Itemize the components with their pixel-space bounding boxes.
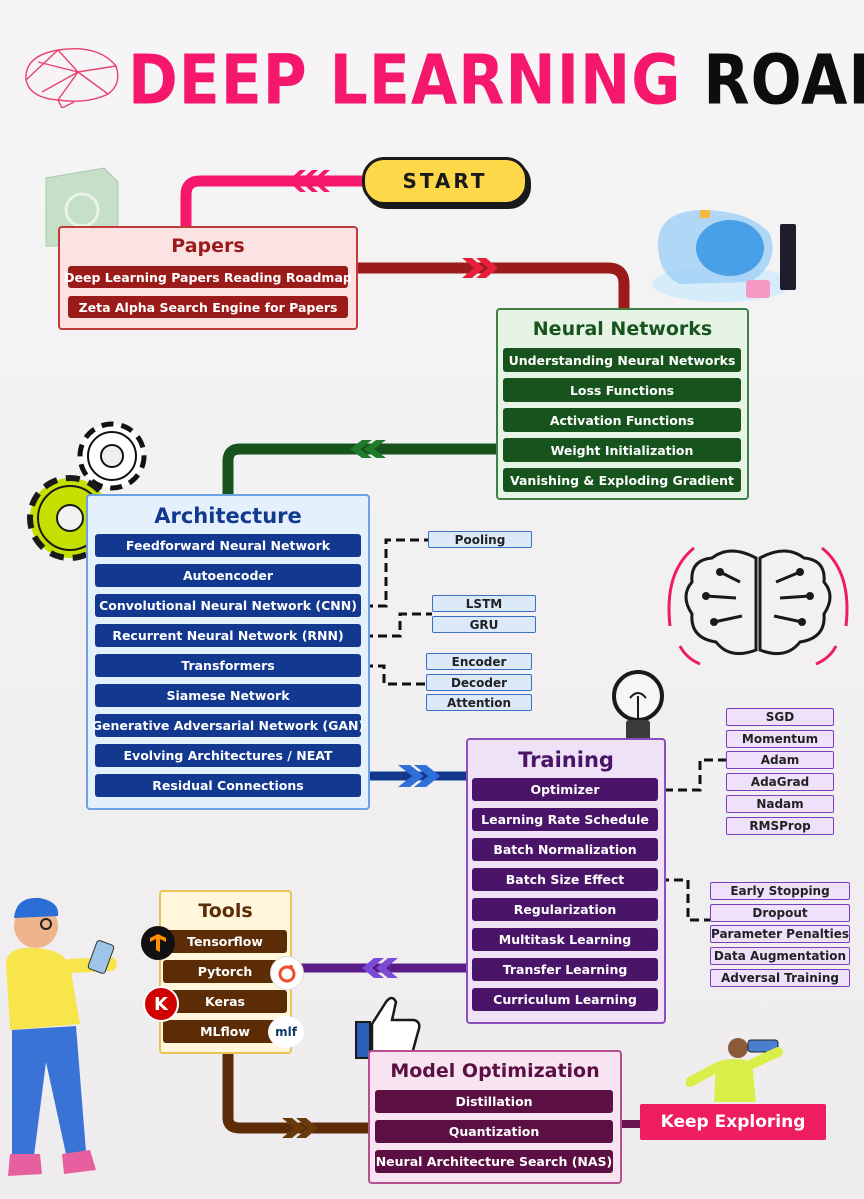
- title-part-1: DEEP LEARNING: [128, 40, 682, 121]
- optimizer-child-chip[interactable]: SGD: [726, 708, 834, 726]
- regularization-child-chip[interactable]: Parameter Penalties: [710, 925, 850, 943]
- rnn-child-chip[interactable]: LSTM: [432, 595, 536, 612]
- tools-item[interactable]: Keras: [163, 990, 287, 1013]
- optimizer-child-chip[interactable]: Nadam: [726, 795, 834, 813]
- regularization-child-chip[interactable]: Adversal Training: [710, 969, 850, 987]
- optimizer-child-chip[interactable]: RMSProp: [726, 817, 834, 835]
- wireframe-brain-icon: [25, 48, 119, 108]
- papers-item[interactable]: Zeta Alpha Search Engine for Papers: [68, 296, 348, 318]
- holographic-brain-icon: [652, 210, 796, 302]
- neural-item[interactable]: Understanding Neural Networks: [503, 348, 741, 372]
- model-optimization-item[interactable]: Quantization: [375, 1120, 613, 1143]
- architecture-item[interactable]: Residual Connections: [95, 774, 361, 797]
- chevrons-start: [288, 170, 330, 192]
- training-title: Training: [518, 748, 614, 772]
- pytorch-logo-icon: [270, 956, 304, 990]
- tools-item[interactable]: Tensorflow: [163, 930, 287, 953]
- page-title: DEEP LEARNING ROADMAP: [128, 40, 864, 121]
- training-item[interactable]: Optimizer: [472, 778, 658, 801]
- papers-title: Papers: [171, 235, 245, 257]
- optimizer-child-chip[interactable]: Adam: [726, 751, 834, 769]
- neural-item[interactable]: Vanishing & Exploding Gradient: [503, 468, 741, 492]
- model-optimization-item[interactable]: Distillation: [375, 1090, 613, 1113]
- transformer-child-chip[interactable]: Decoder: [426, 674, 532, 691]
- architecture-item[interactable]: Evolving Architectures / NEAT: [95, 744, 361, 767]
- regularization-child-chip[interactable]: Dropout: [710, 904, 850, 922]
- title-part-2: ROADMAP: [703, 40, 864, 121]
- tools-item[interactable]: MLflow: [163, 1020, 287, 1043]
- neural-item[interactable]: Activation Functions: [503, 408, 741, 432]
- transformer-child-chip[interactable]: Attention: [426, 694, 532, 711]
- person-with-phone-icon: [6, 897, 117, 1176]
- training-item[interactable]: Transfer Learning: [472, 958, 658, 981]
- architecture-item[interactable]: Convolutional Neural Network (CNN): [95, 594, 361, 617]
- training-item[interactable]: Batch Normalization: [472, 838, 658, 861]
- model-optimization-item[interactable]: Neural Architecture Search (NAS): [375, 1150, 613, 1173]
- training-item[interactable]: Curriculum Learning: [472, 988, 658, 1011]
- architecture-item[interactable]: Autoencoder: [95, 564, 361, 587]
- architecture-item[interactable]: Generative Adversarial Network (GAN): [92, 714, 364, 737]
- architecture-item[interactable]: Siamese Network: [95, 684, 361, 707]
- model-optimization-title: Model Optimization: [390, 1060, 600, 1082]
- architecture-title: Architecture: [154, 504, 302, 528]
- mlflow-logo-icon: mlf: [268, 1016, 304, 1048]
- explorer-with-binoculars-icon: [686, 1038, 783, 1102]
- neural-item[interactable]: Weight Initialization: [503, 438, 741, 462]
- tools-title: Tools: [198, 900, 253, 922]
- training-item[interactable]: Learning Rate Schedule: [472, 808, 658, 831]
- regularization-child-chip[interactable]: Early Stopping: [710, 882, 850, 900]
- training-item[interactable]: Batch Size Effect: [472, 868, 658, 891]
- training-item[interactable]: Multitask Learning: [472, 928, 658, 951]
- regularization-child-chip[interactable]: Data Augmentation: [710, 947, 850, 965]
- optimizer-child-chip[interactable]: AdaGrad: [726, 773, 834, 791]
- architecture-item[interactable]: Transformers: [95, 654, 361, 677]
- architecture-item[interactable]: Recurrent Neural Network (RNN): [95, 624, 361, 647]
- optimizer-child-chip[interactable]: Momentum: [726, 730, 834, 748]
- tools-item[interactable]: Pytorch: [163, 960, 287, 983]
- architecture-item[interactable]: Feedforward Neural Network: [95, 534, 361, 557]
- papers-item[interactable]: Deep Learning Papers Reading Roadmap: [64, 266, 352, 288]
- rnn-child-chip[interactable]: GRU: [432, 616, 536, 633]
- neural-item[interactable]: Loss Functions: [503, 378, 741, 402]
- training-item[interactable]: Regularization: [472, 898, 658, 921]
- circuit-brain-icon: [667, 546, 849, 666]
- keras-logo-icon: K: [143, 986, 179, 1022]
- neural-networks-title: Neural Networks: [532, 318, 713, 340]
- tensorflow-logo-icon: [141, 926, 175, 960]
- keep-exploring-button[interactable]: Keep Exploring: [640, 1104, 826, 1140]
- transformer-child-chip[interactable]: Encoder: [426, 653, 532, 670]
- start-badge: START: [362, 157, 528, 205]
- cnn-child-chip[interactable]: Pooling: [428, 531, 532, 548]
